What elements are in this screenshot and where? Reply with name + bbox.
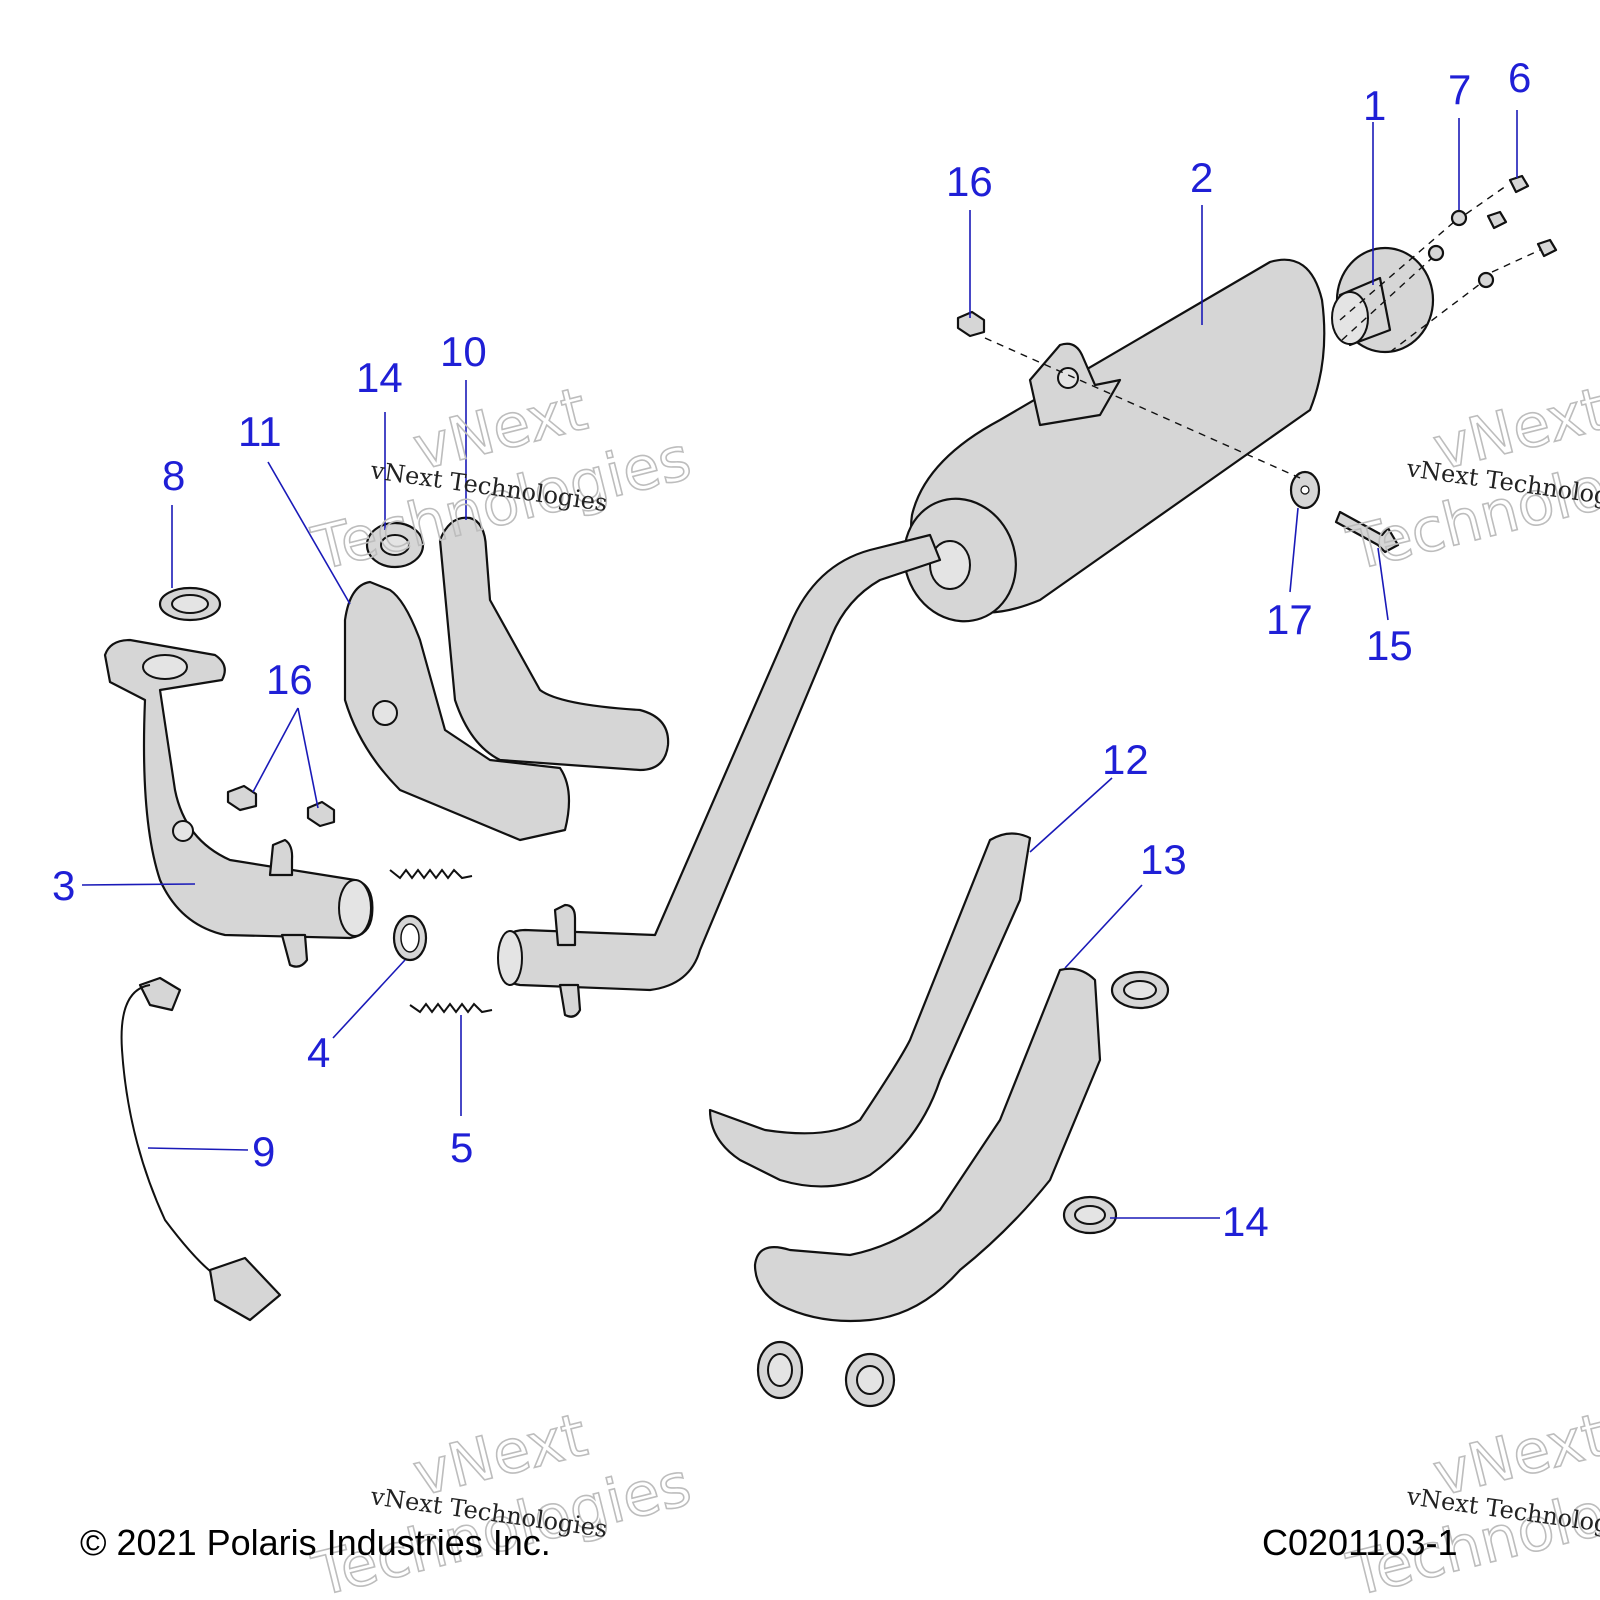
hose-clamp-4 [844,1352,896,1408]
callout-4: 4 [307,1029,330,1076]
flange-nut-right [306,800,336,828]
callout-15: 15 [1366,622,1413,669]
gasket [158,586,222,622]
muffler [903,258,1326,623]
bolts-6 [1486,174,1558,258]
tail-pipe [497,533,942,1018]
heat-shield-lower-a [708,832,1032,1188]
callout-1: 1 [1363,82,1386,129]
assembly-lines [984,185,1541,479]
head-pipe [103,638,374,968]
callout-7: 7 [1448,66,1471,113]
watermark-bottom-left: vNext Technologies vNext Technologies [305,1399,698,1600]
leader-lines [81,110,1518,1219]
callout-14-lower: 14 [1222,1198,1269,1245]
clamp-upper [365,521,425,569]
callout-9: 9 [252,1128,275,1175]
spring-upper [389,868,473,880]
drawing-number: C0201103-1 [1262,1522,1458,1563]
hose-clamp-3 [756,1340,804,1400]
spring-lower [409,1002,493,1014]
callout-5: 5 [450,1124,473,1171]
oxygen-sensor [120,976,282,1322]
heat-shield-lower-b [753,967,1102,1323]
heat-shield-front [343,580,571,842]
callout-labels: 1 2 3 4 5 6 7 8 9 10 11 12 13 14 14 15 1… [52,54,1531,1245]
callout-2: 2 [1190,154,1213,201]
callout-10: 10 [440,328,487,375]
bolt-15 [1334,510,1400,554]
callout-16-top: 16 [946,158,993,205]
callout-6: 6 [1508,54,1531,101]
heat-shield-rear [438,516,670,772]
seal-ring [392,914,428,962]
callout-17: 17 [1266,596,1313,643]
callout-3: 3 [52,862,75,909]
spark-arrestor [1331,246,1435,354]
watermark-bottom-right: vNext Technologies vNext Technologies [1340,1399,1600,1600]
copyright-notice: © 2021 Polaris Industries Inc. [80,1522,551,1563]
callout-8: 8 [162,452,185,499]
callout-13: 13 [1140,836,1187,883]
callout-16-left: 16 [266,656,313,703]
watermark-top-right: vNext Technologies vNext Technologies [1340,373,1600,585]
hose-clamp-2 [1062,1195,1118,1235]
washer-17 [1289,470,1321,510]
flange-nut-top [956,310,986,338]
flange-nut-left [226,784,258,812]
hose-clamp-1 [1110,970,1170,1010]
callout-12: 12 [1102,736,1149,783]
watermark-top-left: vNext Technologies vNext Technologies [305,373,698,585]
callout-14-upper: 14 [356,354,403,401]
lock-washers-7 [1427,209,1495,289]
callout-11: 11 [238,408,282,455]
